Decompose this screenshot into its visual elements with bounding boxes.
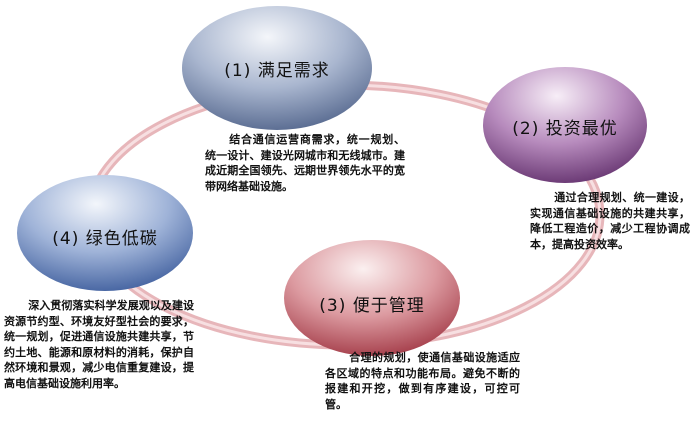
node-2-description: 通过合理规划、统一建设，实现通信基础设施的共建共享，降低工程造价，减少工程协调成… (530, 191, 690, 251)
node-4-description: 深入贯彻落实科学发展观以及建设资源节约型、环境友好型社会的要求，统一规划，促进通… (4, 299, 194, 390)
node-3-bubble (284, 240, 460, 356)
node-3-label: (3) 便于管理 (319, 295, 425, 316)
node-1-label: (1) 满足需求 (224, 60, 330, 81)
node-4-label: (4) 绿色低碳 (52, 228, 158, 249)
node-3-description: 合理的规划，使通信基础设施适应各区域的特点和功能布局。避免不断的报建和开挖，做到… (325, 351, 520, 411)
node-1-description: 结合通信运营商需求，统一规划、统一设计、建设光网城市和无线城市。建成近期全国领先… (205, 133, 405, 193)
node-4-bubble (17, 175, 193, 291)
node-2-label: (2) 投资最优 (512, 118, 618, 139)
node-2-bubble (483, 67, 647, 183)
node-1-bubble (182, 6, 372, 130)
